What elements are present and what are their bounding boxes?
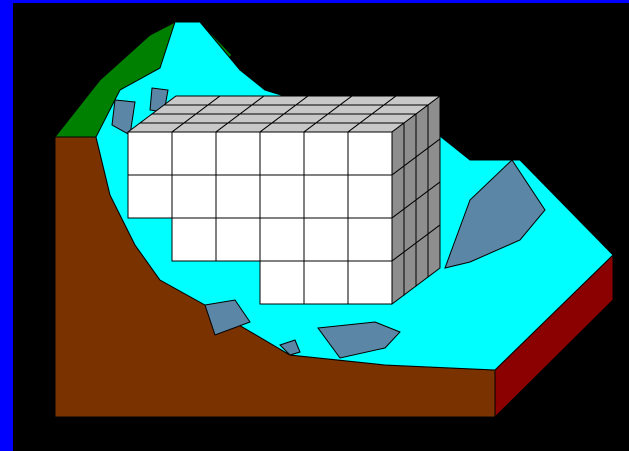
block-front-face bbox=[348, 261, 392, 304]
block-front-face bbox=[348, 218, 392, 261]
block-front-face bbox=[260, 261, 304, 304]
block-front-face bbox=[172, 218, 216, 261]
block-side-face bbox=[404, 243, 416, 295]
block-front-face bbox=[128, 175, 172, 218]
block-front-face bbox=[128, 132, 172, 175]
block-front-face bbox=[172, 132, 216, 175]
block-front-face bbox=[172, 175, 216, 218]
block-front-face bbox=[260, 175, 304, 218]
block-front-face bbox=[216, 132, 260, 175]
block-side-face bbox=[416, 234, 428, 286]
block-front-face bbox=[304, 175, 348, 218]
block-front-face bbox=[348, 175, 392, 218]
block-front-face bbox=[260, 132, 304, 175]
block-front-face bbox=[304, 132, 348, 175]
block-front-face bbox=[348, 132, 392, 175]
block-front-face bbox=[304, 218, 348, 261]
block-front-face bbox=[216, 175, 260, 218]
block-front-face bbox=[304, 261, 348, 304]
block-side-face bbox=[392, 252, 404, 304]
block-front-face bbox=[216, 218, 260, 261]
block-front-face bbox=[260, 218, 304, 261]
block-side-face bbox=[428, 225, 440, 277]
